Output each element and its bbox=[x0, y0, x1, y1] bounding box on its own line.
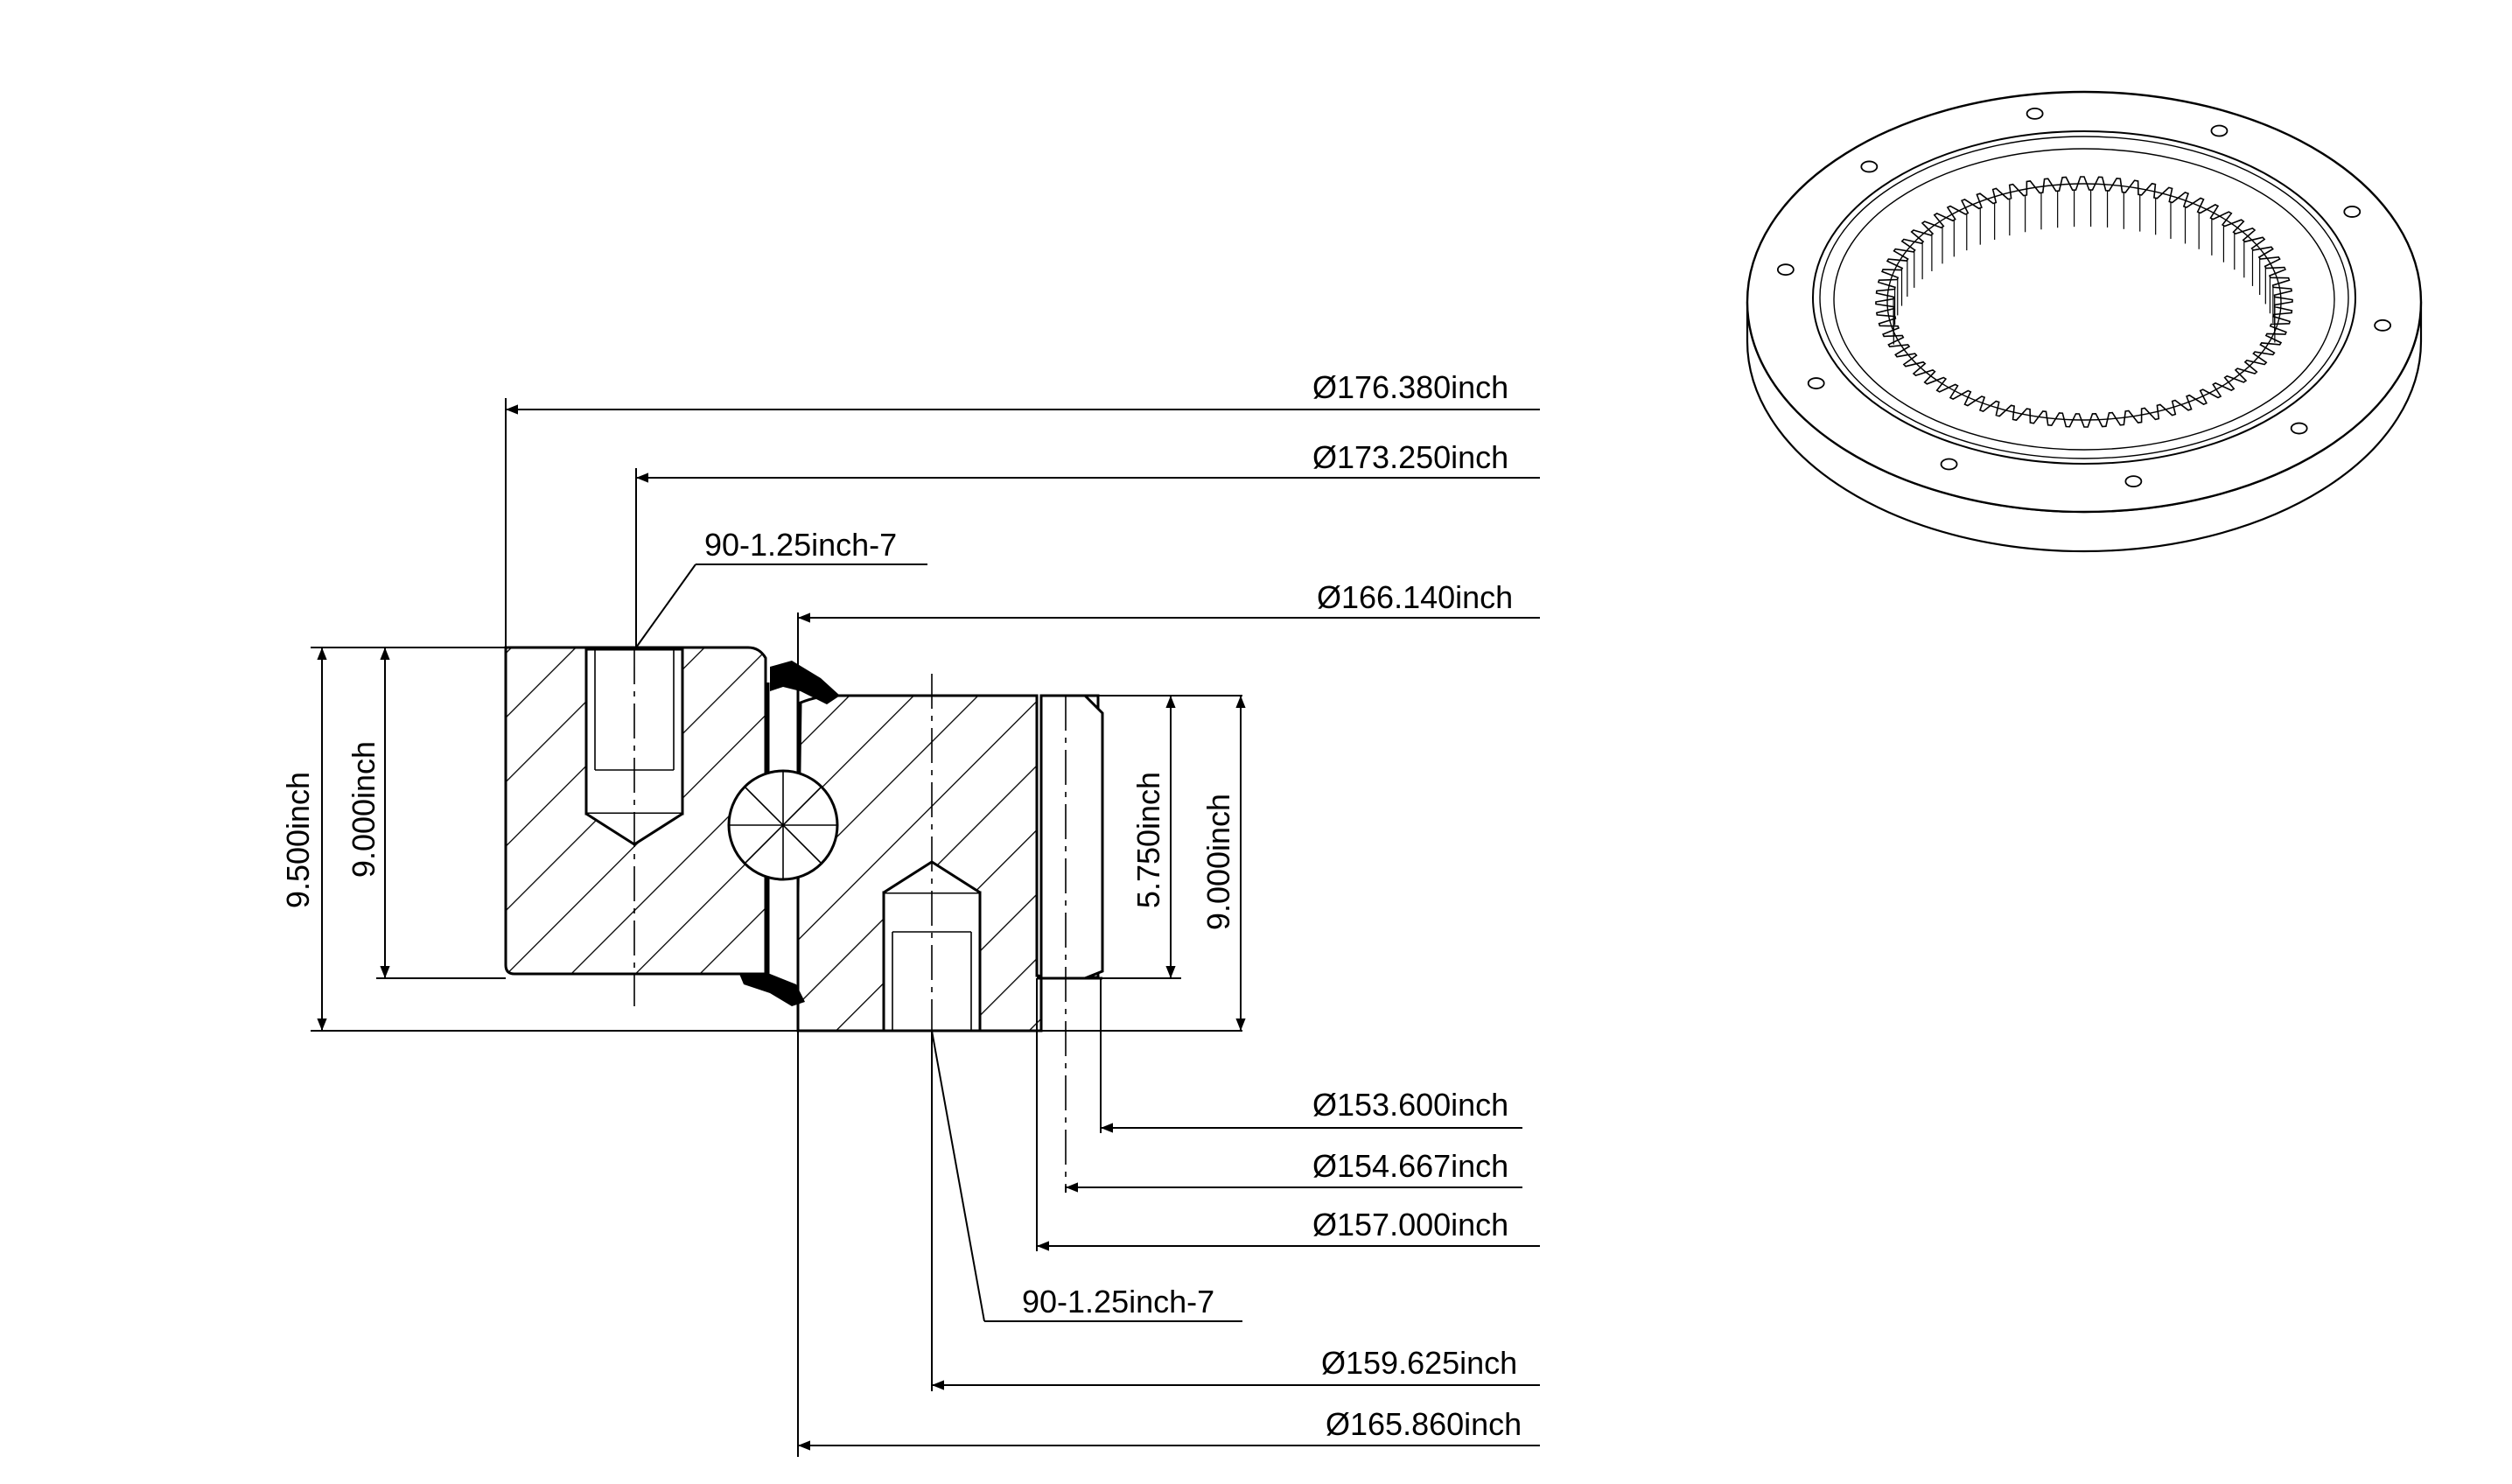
gear-teeth-outline bbox=[1875, 176, 2293, 428]
height-9-000-right: 9.000inch bbox=[1200, 794, 1236, 930]
bolt-hole-mark bbox=[1776, 263, 1795, 276]
bolt-hole-mark bbox=[2374, 318, 2392, 332]
bolt-hole-mark bbox=[2124, 475, 2143, 488]
dimension-labels: Ø176.380inch Ø173.250inch 90-1.25inch-7 … bbox=[280, 369, 1522, 1442]
gear-tooth-chamfer bbox=[1039, 694, 1104, 980]
bolt-hole-mark bbox=[1807, 377, 1825, 389]
dim-166-140: Ø166.140inch bbox=[1317, 579, 1513, 615]
top-seal bbox=[770, 661, 840, 704]
thread-bottom-label: 90-1.25inch-7 bbox=[1022, 1284, 1214, 1320]
bottom-bolt-hole bbox=[882, 674, 982, 1391]
thread-top-label: 90-1.25inch-7 bbox=[704, 527, 897, 563]
dim-153-600: Ø153.600inch bbox=[1312, 1087, 1508, 1123]
dim-176-380: Ø176.380inch bbox=[1312, 369, 1508, 405]
bolt-hole-mark bbox=[1860, 160, 1879, 173]
bolt-hole-mark bbox=[2343, 206, 2362, 218]
bolt-hole-mark bbox=[1940, 458, 1958, 471]
bottom-seal bbox=[739, 974, 805, 1006]
cross-section bbox=[504, 646, 1104, 1391]
dim-173-250: Ø173.250inch bbox=[1312, 439, 1508, 475]
height-9-000-left: 9.000inch bbox=[346, 741, 381, 878]
dim-157-000: Ø157.000inch bbox=[1312, 1207, 1508, 1242]
dimension-lines bbox=[311, 398, 1540, 1457]
dim-165-860: Ø165.860inch bbox=[1326, 1406, 1522, 1442]
bolt-hole-mark bbox=[2290, 422, 2308, 435]
top-bolt-hole bbox=[584, 648, 684, 1006]
bolt-hole-mark bbox=[2026, 107, 2044, 120]
slewing-bearing-internal-gear-icon bbox=[1746, 90, 2423, 553]
height-5-750: 5.750inch bbox=[1130, 772, 1166, 908]
dim-154-667: Ø154.667inch bbox=[1312, 1148, 1508, 1184]
height-9-500: 9.500inch bbox=[280, 772, 316, 908]
dim-159-625: Ø159.625inch bbox=[1321, 1345, 1517, 1381]
bolt-hole-mark bbox=[2210, 124, 2229, 137]
